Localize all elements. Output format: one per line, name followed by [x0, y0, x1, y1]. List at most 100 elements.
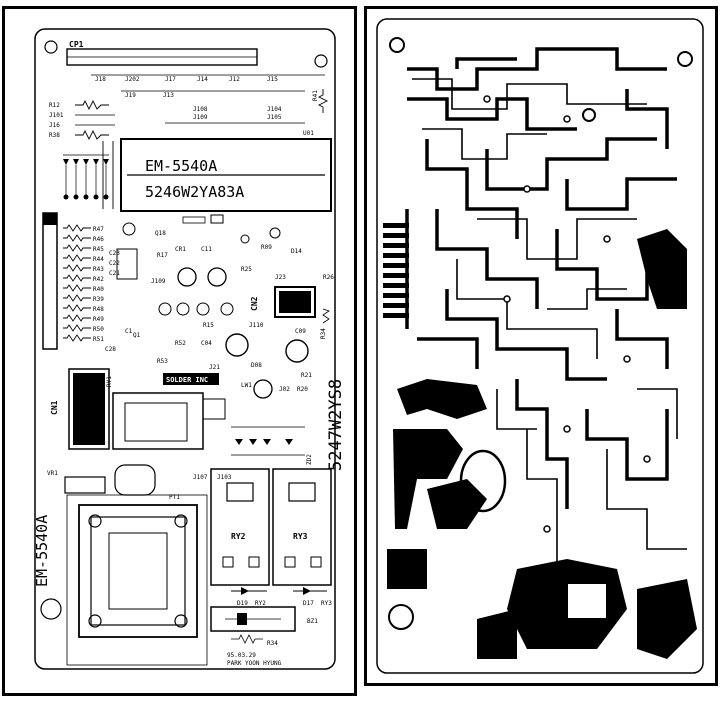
label-r48: R48	[93, 306, 104, 313]
label-r26: R26	[323, 274, 334, 281]
label-r38: R38	[49, 132, 60, 139]
label-ry3: RY3	[293, 532, 308, 541]
label-j17: J17	[165, 76, 176, 83]
resistor-symbol	[63, 324, 91, 332]
label-j202: J202	[125, 76, 140, 83]
label-j13: J13	[163, 92, 174, 99]
label-r41: R41	[312, 90, 319, 101]
copper-traces-upper	[405, 47, 687, 509]
label-j107: J107	[193, 474, 208, 481]
resistor-symbol	[63, 304, 91, 312]
diode-array	[63, 154, 109, 200]
label-j16: J16	[49, 122, 60, 129]
label-bz1: BZ1	[307, 618, 318, 625]
label-d08: D08	[251, 362, 262, 369]
resistor-column	[63, 224, 91, 342]
label-d14: D14	[291, 248, 302, 255]
vias	[483, 95, 651, 533]
resistor-symbol	[63, 254, 91, 262]
solder-label: SOLDER INC	[166, 376, 208, 384]
solder-banner	[163, 373, 219, 385]
mounting-hole	[677, 51, 693, 67]
label-r21: R21	[301, 372, 312, 379]
label-r49: R49	[93, 316, 104, 323]
label-j109-b: J109	[151, 278, 166, 285]
label-cp1: CP1	[69, 40, 84, 49]
resistor-symbol	[63, 314, 91, 322]
relay-ry3	[272, 468, 332, 586]
label-r34: R34	[320, 328, 327, 339]
label-c21: C21	[109, 270, 120, 277]
display-connector	[42, 212, 58, 350]
label-j110: J110	[249, 322, 264, 329]
label-r42: R42	[93, 276, 104, 283]
board-outline	[376, 18, 704, 674]
label-j105: J105	[267, 114, 282, 121]
resistor-symbol	[63, 294, 91, 302]
resistor-symbol	[63, 264, 91, 272]
label-r40: R40	[93, 286, 104, 293]
footer-name: PARK YOON HYUNG	[227, 660, 282, 667]
relay-ry2	[210, 468, 270, 586]
small-components	[122, 214, 309, 399]
copper-trace-drawing	[376, 18, 704, 674]
label-cn2: CN2	[250, 296, 259, 311]
label-r34-b: R34	[267, 640, 278, 647]
label-c22: C22	[109, 260, 120, 267]
edge-pads	[383, 223, 409, 318]
copper-pours	[387, 229, 697, 659]
label-pt1: PT1	[169, 494, 180, 501]
label-u01: U01	[303, 130, 314, 137]
label-r53: R53	[157, 358, 168, 365]
mounting-hole	[389, 37, 405, 53]
label-c09: C09	[295, 328, 306, 335]
label-j15: J15	[267, 76, 278, 83]
component-side-panel: CP1 J18 J202 J17 J14 J12 J15 J19 J13 R12…	[2, 6, 357, 696]
buzzer-bz1	[210, 606, 296, 632]
label-ry3-b: RY3	[321, 600, 332, 607]
connector-cn2	[274, 286, 316, 318]
label-lw1: LW1	[241, 382, 252, 389]
label-r45: R45	[93, 246, 104, 253]
label-c28: C28	[105, 346, 116, 353]
pcb-code: 5247W2YS8	[326, 379, 346, 471]
label-c04: C04	[201, 340, 212, 347]
label-j103: J103	[217, 474, 232, 481]
resistor-symbol	[63, 224, 91, 232]
resistor-symbol	[63, 274, 91, 282]
mounting-hole	[40, 598, 62, 620]
label-r44: R44	[93, 256, 104, 263]
label-r46: R46	[93, 236, 104, 243]
label-q18: Q18	[155, 230, 166, 237]
label-r25: R25	[241, 266, 252, 273]
footer-date: 95.03.29	[227, 652, 256, 659]
label-vr1: VR1	[47, 470, 58, 477]
mounting-hole	[44, 40, 58, 54]
label-r39: R39	[93, 296, 104, 303]
label-j19: J19	[125, 92, 136, 99]
label-j101: J101	[49, 112, 64, 119]
mounting-hole	[388, 604, 414, 630]
label-r51: R51	[93, 336, 104, 343]
label-j12: J12	[229, 76, 240, 83]
relay-ry1	[112, 392, 204, 450]
label-r20: R20	[297, 386, 308, 393]
main-ic-u01	[120, 138, 332, 212]
mounting-hole	[314, 54, 328, 68]
label-cn1: CN1	[50, 400, 59, 415]
label-r17: R17	[157, 252, 168, 259]
resistor-symbol	[63, 334, 91, 342]
label-j23: J23	[275, 274, 286, 281]
label-r52: R52	[175, 340, 186, 347]
label-ry2-b: RY2	[255, 600, 266, 607]
diode-group	[231, 426, 305, 456]
label-r47: R47	[93, 226, 104, 233]
component-layout-drawing: CP1 J18 J202 J17 J14 J12 J15 J19 J13 R12…	[33, 28, 346, 670]
label-j21: J21	[209, 364, 220, 371]
label-r12: R12	[49, 102, 60, 109]
label-r09: R09	[261, 244, 272, 251]
label-zd2: ZD2	[306, 454, 313, 465]
label-ry2: RY2	[231, 532, 246, 541]
label-cr1: CR1	[175, 246, 186, 253]
label-j18: J18	[95, 76, 106, 83]
